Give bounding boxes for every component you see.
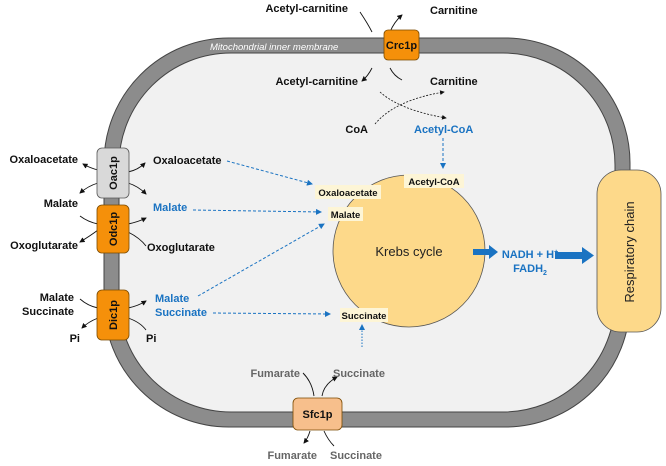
- left-transporter-arrows: [79, 162, 147, 331]
- odc1p-oxoglutarate-in: Oxoglutarate: [147, 242, 215, 254]
- sfc1p-flux-arrows: [302, 372, 338, 447]
- tag-acetyl-coa-bg: [404, 174, 464, 188]
- dic1p-pi-out: Pi: [70, 333, 80, 345]
- membrane-label: Mitochondrial inner membrane: [210, 42, 338, 53]
- crc1p-flux-arrows: [359, 11, 403, 82]
- oac1p-oxaloacetate-out: Oxaloacetate: [10, 154, 78, 166]
- oac1p-transporter[interactable]: [96, 147, 130, 199]
- fadh2-label: FADH2: [513, 263, 547, 277]
- dic1p-transporter[interactable]: [96, 289, 130, 341]
- crc1p-carnitine-in: Carnitine: [430, 76, 478, 88]
- acetyl-coa-matrix-label: Acetyl-CoA: [414, 124, 473, 136]
- crc1p-transporter[interactable]: [383, 29, 420, 61]
- dic1p-pi-in: Pi: [146, 333, 156, 345]
- krebs-cycle-label: Krebs cycle: [375, 244, 442, 259]
- odc1p-label: Odc1p: [108, 212, 120, 247]
- respiratory-chain-label: Respiratory chain: [622, 201, 637, 302]
- odc1p-malate-in: Malate: [153, 202, 187, 214]
- crc1p-carnitine-out: Carnitine: [430, 5, 478, 17]
- dic1p-malate-in: Malate: [155, 293, 189, 305]
- dic1p-succinate-in: Succinate: [155, 307, 207, 319]
- tag-malate-bg: [328, 207, 363, 221]
- krebs-tag-malate: Malate: [331, 210, 361, 221]
- malate-out-label: Malate: [44, 198, 78, 210]
- crc1p-acetylcarnitine-out: Acetyl-carnitine: [265, 3, 348, 15]
- dic1p-malate-out: Malate: [40, 292, 74, 304]
- carnitine-shuttle-arrows: [374, 90, 447, 125]
- krebs-tag-acetyl-coa: Acetyl-CoA: [408, 177, 459, 188]
- dic1p-succinate-out: Succinate: [22, 306, 74, 318]
- krebs-to-products-arrow-shaft: [473, 249, 490, 255]
- products-to-chain-arrow: [582, 247, 594, 264]
- oac1p-oxaloacetate-in: Oxaloacetate: [153, 155, 221, 167]
- krebs-entry-arrows: [192, 160, 365, 347]
- dic1p-label: Dic1p: [108, 300, 120, 330]
- respiratory-chain[interactable]: [596, 169, 662, 333]
- odc1p-oxoglutarate-out: Oxoglutarate: [10, 240, 78, 252]
- odc1p-transporter[interactable]: [96, 204, 130, 254]
- sfc1p-label: Sfc1p: [303, 409, 333, 421]
- krebs-tag-succinate: Succinate: [342, 311, 387, 322]
- sfc1p-fumarate-out: Fumarate: [267, 450, 317, 462]
- tag-oxaloacetate-bg: [315, 185, 381, 199]
- sfc1p-succinate-in: Succinate: [333, 368, 385, 380]
- tag-succinate-bg: [340, 308, 388, 322]
- crc1p-label: Crc1p: [386, 40, 417, 52]
- products-to-chain-arrow-shaft: [555, 252, 583, 259]
- crc1p-acetylcarnitine-in: Acetyl-carnitine: [275, 76, 358, 88]
- oac1p-label: Oac1p: [108, 156, 120, 190]
- krebs-tag-oxaloacetate: Oxaloacetate: [318, 188, 377, 199]
- sfc1p-fumarate-in: Fumarate: [250, 368, 300, 380]
- nadh-label: NADH + H+: [502, 249, 558, 261]
- sfc1p-transporter[interactable]: [292, 397, 343, 431]
- coa-label: CoA: [345, 124, 368, 136]
- sfc1p-succinate-out: Succinate: [330, 450, 382, 462]
